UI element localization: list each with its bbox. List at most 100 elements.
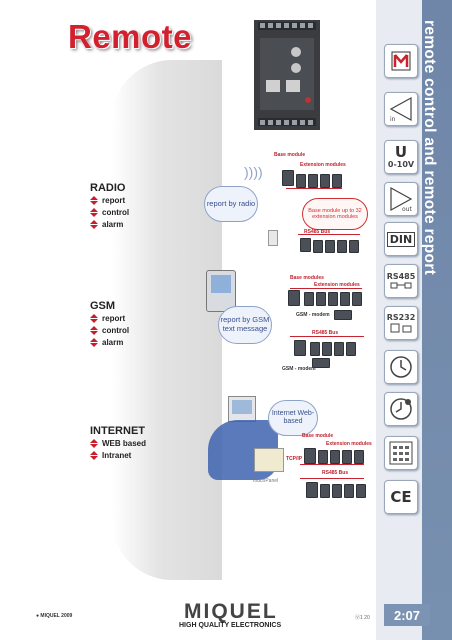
computer-image <box>228 396 256 422</box>
section-internet: INTERNET WEB based Intranet <box>90 425 146 461</box>
extension-module <box>325 240 335 253</box>
brand-tagline: HIGH QUALITY ELECTRONICS <box>179 622 282 629</box>
section-gsm: GSM report control alarm <box>90 300 129 348</box>
bus-line <box>290 288 362 289</box>
device-image <box>248 16 326 134</box>
tcp-label: TCP/IP <box>286 456 303 462</box>
internet-base-label: Base module <box>302 433 334 439</box>
category-panel <box>112 60 222 580</box>
extension-module <box>332 174 342 188</box>
phone-image <box>206 270 236 312</box>
list-item: alarm <box>90 336 129 348</box>
bus-line <box>298 234 360 235</box>
section-radio: RADIO report control alarm <box>90 182 129 230</box>
extension-module <box>352 292 362 306</box>
gsm-modem-label: GSM - modem <box>296 312 330 318</box>
brand-logo: MIQUEL <box>184 600 278 623</box>
extension-module <box>340 292 350 306</box>
updown-arrow-icon <box>90 450 98 460</box>
extension-module <box>304 292 314 306</box>
gsm-base-label: Base modules <box>290 275 324 281</box>
ce-mark-icon: CE <box>384 480 418 514</box>
radio-ext-label: Extension modules <box>300 162 346 168</box>
clock-icon <box>384 350 418 384</box>
extension-module <box>320 484 330 498</box>
radio-base-label: Base module <box>274 152 306 158</box>
gsm-modem-label-2: GSM - modem <box>282 366 316 372</box>
list-item: alarm <box>90 218 129 230</box>
updown-arrow-icon <box>90 337 98 347</box>
copyright: ● MIQUEL 2009 <box>36 613 73 619</box>
base-module <box>306 482 318 498</box>
list-item: Intranet <box>90 449 146 461</box>
extension-module <box>318 450 328 464</box>
radio-transmitter-icon <box>268 230 278 246</box>
base-module <box>282 170 294 186</box>
internet-bus-label: RS485 Bus <box>322 470 349 476</box>
updown-arrow-icon <box>90 313 98 323</box>
keypad-icon <box>384 436 418 470</box>
page-title: Remote <box>68 18 193 55</box>
radio-note-cloud: Base module up to 32 extension modules <box>302 198 368 230</box>
base-module <box>288 290 300 306</box>
extension-module <box>334 342 344 356</box>
updown-arrow-icon <box>90 219 98 229</box>
list-item: report <box>90 312 129 324</box>
page-number: 2:07 <box>384 604 430 626</box>
touchpanel-label: TouchPanel <box>252 478 279 484</box>
list-item: WEB based <box>90 437 146 449</box>
extension-module <box>308 174 318 188</box>
gsm-bus-label: RS485 Bus <box>312 330 339 336</box>
extension-module <box>349 240 359 253</box>
extension-module <box>346 342 356 356</box>
extension-module <box>322 342 332 356</box>
bus-line <box>300 478 364 479</box>
touchpanel-image <box>254 448 284 472</box>
in-icon: in <box>384 92 418 126</box>
base-module <box>304 448 316 464</box>
updown-arrow-icon <box>90 207 98 217</box>
section-heading: INTERNET <box>90 425 145 437</box>
bus-line <box>286 188 342 189</box>
page-reference: Ⓥ1 20 <box>355 615 370 621</box>
gsm-ext-label: Extension modules <box>314 282 360 288</box>
internet-ext-label: Extension modules <box>326 441 372 447</box>
extension-module <box>330 450 340 464</box>
weekly-clock-icon <box>384 392 418 426</box>
updown-arrow-icon <box>90 325 98 335</box>
radio-bus-label: RS485 Bus <box>304 229 331 235</box>
bus-line <box>300 464 364 465</box>
extension-module <box>356 484 366 498</box>
base-module <box>294 340 306 356</box>
extension-module <box>313 240 323 253</box>
extension-module <box>296 174 306 188</box>
extension-module <box>344 484 354 498</box>
section-heading: RADIO <box>90 182 126 194</box>
rs232-icon: RS232 <box>384 306 418 340</box>
list-item: control <box>90 206 129 218</box>
gsm-cloud: report by GSM text message <box>218 306 272 344</box>
extension-module <box>337 240 347 253</box>
extension-module <box>320 174 330 188</box>
internet-cloud: Internet Web-based <box>268 400 318 436</box>
rs485-icon: RS485 <box>384 264 418 298</box>
base-module <box>300 238 311 252</box>
updown-arrow-icon <box>90 438 98 448</box>
extension-module <box>332 484 342 498</box>
din-rail-icon: DIN <box>384 222 418 256</box>
svg-text:out: out <box>402 206 412 213</box>
extension-module <box>310 342 320 356</box>
list-item: report <box>90 194 129 206</box>
gsm-modem-device <box>312 358 330 368</box>
list-item: control <box>90 324 129 336</box>
bus-line <box>290 336 364 337</box>
mh-logo-icon <box>384 44 418 78</box>
updown-arrow-icon <box>90 195 98 205</box>
radio-cloud: report by radio <box>204 186 258 222</box>
section-heading: GSM <box>90 300 116 312</box>
svg-text:in: in <box>390 116 396 123</box>
gsm-modem-device <box>334 310 352 320</box>
extension-module <box>328 292 338 306</box>
extension-module <box>354 450 364 464</box>
